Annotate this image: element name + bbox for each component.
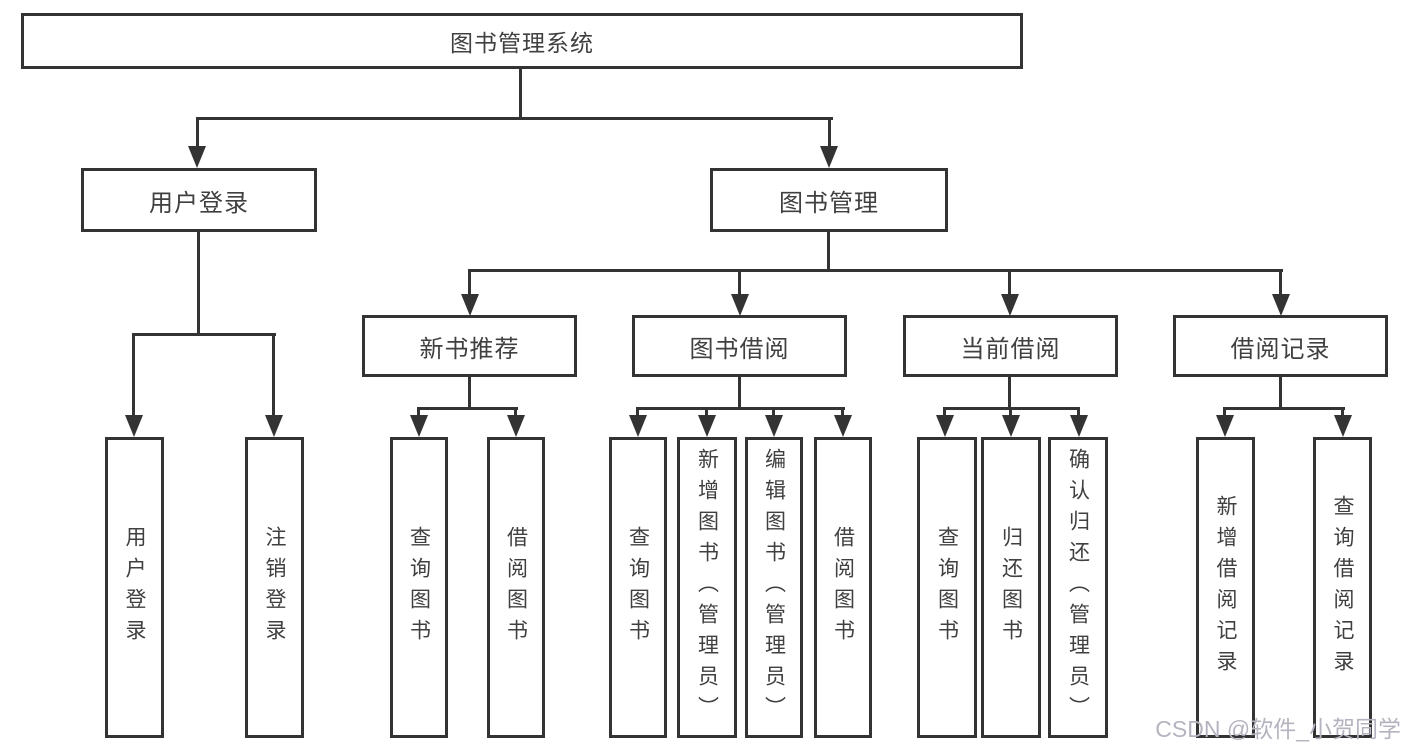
- leaf-user-login: 用户登录: [105, 437, 164, 738]
- node-current-borrow-label: 当前借阅: [960, 335, 1061, 363]
- connector-book-borrow-stub: [738, 377, 741, 409]
- arrow-down-icon: [410, 415, 428, 437]
- arrow-down-icon: [125, 415, 143, 437]
- connector-book-borrow-hline: [637, 407, 845, 410]
- arrow-down-icon: [265, 415, 283, 437]
- arrow-down-icon: [507, 415, 525, 437]
- node-new-book-recommend-label: 新书推荐: [419, 335, 520, 363]
- connector-user-login-stub: [197, 232, 200, 336]
- connector-root-stub: [519, 69, 522, 120]
- leaf-confirm-return-admin-label: 确认归还（管理员）: [1066, 448, 1090, 727]
- leaf-borrow-books-recommend: 借阅图书: [487, 437, 545, 738]
- connector-drop-leaf-logout: [272, 333, 275, 417]
- leaf-add-borrow-record-label: 新增借阅记录: [1214, 494, 1237, 681]
- connector-drop: [841, 407, 844, 417]
- node-borrow-records: 借阅记录: [1173, 315, 1388, 377]
- arrow-down-icon: [1216, 415, 1234, 437]
- connector-drop-book-borrow: [738, 269, 741, 296]
- leaf-add-book-admin: 新增图书（管理员）: [677, 437, 737, 738]
- leaf-user-login-label: 用户登录: [123, 525, 146, 650]
- leaf-query-books-borrow-label: 查询图书: [626, 525, 650, 650]
- leaf-borrow-books: 借阅图书: [814, 437, 872, 738]
- node-user-login-label: 用户登录: [149, 189, 249, 217]
- leaf-query-books-recommend: 查询图书: [390, 437, 448, 738]
- arrow-down-icon: [629, 415, 647, 437]
- node-book-borrow: 图书借阅: [632, 315, 847, 377]
- node-book-management-label: 图书管理: [779, 189, 879, 217]
- connector-drop: [943, 407, 946, 417]
- connector-new-book-hline: [418, 407, 518, 410]
- leaf-logout-login: 注销登录: [245, 437, 304, 738]
- leaf-borrow-books-recommend-label: 借阅图书: [504, 525, 528, 650]
- csdn-watermark: CSDN @软件_小贺同学: [1155, 716, 1401, 742]
- connector-book-management-hline: [469, 269, 1283, 272]
- connector-drop-leaf-user-login: [132, 333, 135, 417]
- leaf-query-borrow-record: 查询借阅记录: [1313, 437, 1372, 738]
- connector-borrow-records-stub: [1279, 377, 1282, 409]
- arrow-down-icon: [1070, 415, 1088, 437]
- leaf-query-books-current: 查询图书: [917, 437, 977, 738]
- leaf-query-books-current-label: 查询图书: [935, 525, 959, 650]
- arrow-down-icon: [1001, 294, 1019, 316]
- connector-drop: [1223, 407, 1226, 417]
- node-library-management-system: 图书管理系统: [21, 13, 1023, 69]
- leaf-return-books-label: 归还图书: [999, 525, 1023, 650]
- leaf-return-books: 归还图书: [981, 437, 1041, 738]
- connector-drop: [1341, 407, 1344, 417]
- connector-drop-new-book: [468, 269, 471, 296]
- leaf-edit-book-admin: 编辑图书（管理员）: [745, 437, 803, 738]
- connector-drop: [417, 407, 420, 417]
- leaf-edit-book-admin-label: 编辑图书（管理员）: [762, 448, 786, 727]
- arrow-down-icon: [765, 415, 783, 437]
- node-borrow-records-label: 借阅记录: [1230, 335, 1331, 363]
- leaf-confirm-return-admin: 确认归还（管理员）: [1048, 437, 1108, 738]
- arrow-down-icon: [820, 146, 838, 168]
- arrow-down-icon: [936, 415, 954, 437]
- connector-drop: [705, 407, 708, 417]
- leaf-query-books-borrow: 查询图书: [609, 437, 667, 738]
- connector-drop-borrow-records: [1279, 269, 1282, 296]
- connector-drop-user-login: [196, 117, 199, 149]
- connector-drop-book-management: [828, 117, 831, 149]
- connector-current-borrow-hline: [944, 407, 1080, 410]
- leaf-query-borrow-record-label: 查询借阅记录: [1331, 494, 1354, 681]
- arrow-down-icon: [1272, 294, 1290, 316]
- leaf-logout-login-label: 注销登录: [263, 525, 286, 650]
- connector-user-login-hline: [133, 333, 276, 336]
- arrow-down-icon: [188, 146, 206, 168]
- leaf-add-borrow-record: 新增借阅记录: [1196, 437, 1255, 738]
- leaf-query-books-recommend-label: 查询图书: [407, 525, 431, 650]
- connector-drop: [1009, 407, 1012, 417]
- connector-book-management-stub: [827, 232, 830, 272]
- node-user-login: 用户登录: [81, 168, 317, 232]
- leaf-borrow-books-label: 借阅图书: [831, 525, 855, 650]
- arrow-down-icon: [1002, 415, 1020, 437]
- leaf-add-book-admin-label: 新增图书（管理员）: [695, 448, 719, 727]
- arrow-down-icon: [461, 294, 479, 316]
- connector-drop: [1077, 407, 1080, 417]
- arrow-down-icon: [731, 294, 749, 316]
- connector-drop: [772, 407, 775, 417]
- node-new-book-recommend: 新书推荐: [362, 315, 577, 377]
- connector-borrow-records-hline: [1224, 407, 1345, 410]
- connector-root-hline: [196, 117, 833, 120]
- arrow-down-icon: [834, 415, 852, 437]
- node-library-management-system-label: 图书管理系统: [450, 30, 594, 56]
- connector-current-borrow-stub: [1008, 377, 1011, 409]
- connector-new-book-stub: [468, 377, 471, 409]
- node-book-borrow-label: 图书借阅: [689, 335, 790, 363]
- arrow-down-icon: [1334, 415, 1352, 437]
- node-book-management: 图书管理: [710, 168, 948, 232]
- connector-drop-current-borrow: [1008, 269, 1011, 296]
- arrow-down-icon: [698, 415, 716, 437]
- connector-drop: [636, 407, 639, 417]
- node-current-borrow: 当前借阅: [903, 315, 1118, 377]
- connector-drop: [514, 407, 517, 417]
